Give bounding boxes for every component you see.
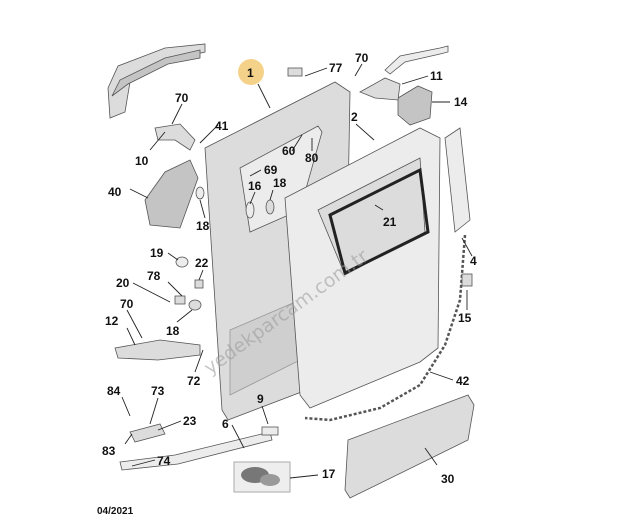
callout-22: 22 [195, 256, 209, 270]
clip-kit-part [233, 461, 291, 493]
callout-18b: 18 [273, 176, 287, 190]
window-glass-part [328, 167, 430, 276]
callout-83: 83 [102, 444, 116, 458]
callout-labels: 1 2 4 6 9 10 11 12 14 15 16 17 18 18 18 … [102, 51, 477, 486]
callout-4: 4 [470, 254, 477, 268]
sill-rail-part [119, 431, 273, 471]
callout-80: 80 [305, 151, 319, 165]
callout-15: 15 [458, 311, 472, 325]
callout-17: 17 [322, 467, 336, 481]
callout-18c: 18 [166, 324, 180, 338]
upper-hinge-part [359, 77, 401, 101]
sill-protector-part [344, 394, 475, 499]
upper-rail-part [384, 45, 449, 75]
callout-9: 9 [257, 392, 264, 406]
callout-74: 74 [157, 454, 171, 468]
small-parts [174, 67, 473, 436]
callout-69: 69 [264, 163, 278, 177]
callout-12: 12 [105, 314, 119, 328]
callout-6: 6 [222, 417, 229, 431]
latch-part [129, 423, 166, 443]
callout-70b: 70 [355, 51, 369, 65]
callout-23: 23 [183, 414, 197, 428]
callout-20: 20 [116, 276, 130, 290]
highlight-marker [238, 59, 264, 85]
callout-42: 42 [456, 374, 470, 388]
callout-70a: 70 [175, 91, 189, 105]
door-seal-part [304, 234, 467, 422]
callout-14: 14 [454, 95, 468, 109]
lower-hinge-part [114, 339, 201, 361]
callout-72: 72 [187, 374, 201, 388]
callout-19: 19 [150, 246, 164, 260]
callout-11: 11 [430, 69, 443, 83]
callout-21: 21 [383, 215, 397, 229]
callout-30: 30 [441, 472, 455, 486]
callout-18a: 18 [196, 219, 210, 233]
leader-lines [121, 63, 473, 479]
callout-16: 16 [248, 179, 262, 193]
callout-78: 78 [147, 269, 161, 283]
callout-40: 40 [108, 185, 122, 199]
callout-77: 77 [329, 61, 343, 75]
callout-41: 41 [215, 119, 229, 133]
callout-60: 60 [282, 144, 296, 158]
callout-70c: 70 [120, 297, 134, 311]
trim-plate-part [144, 159, 199, 229]
window-strip-part [444, 127, 471, 233]
callout-73: 73 [151, 384, 165, 398]
roof-rail-part [107, 43, 206, 119]
callout-84: 84 [107, 384, 121, 398]
callout-10: 10 [135, 154, 149, 168]
cover-bracket-part [397, 85, 433, 126]
callout-1: 1 [247, 66, 254, 80]
callout-2: 2 [351, 110, 358, 124]
date-code: 04/2021 [97, 506, 134, 517]
